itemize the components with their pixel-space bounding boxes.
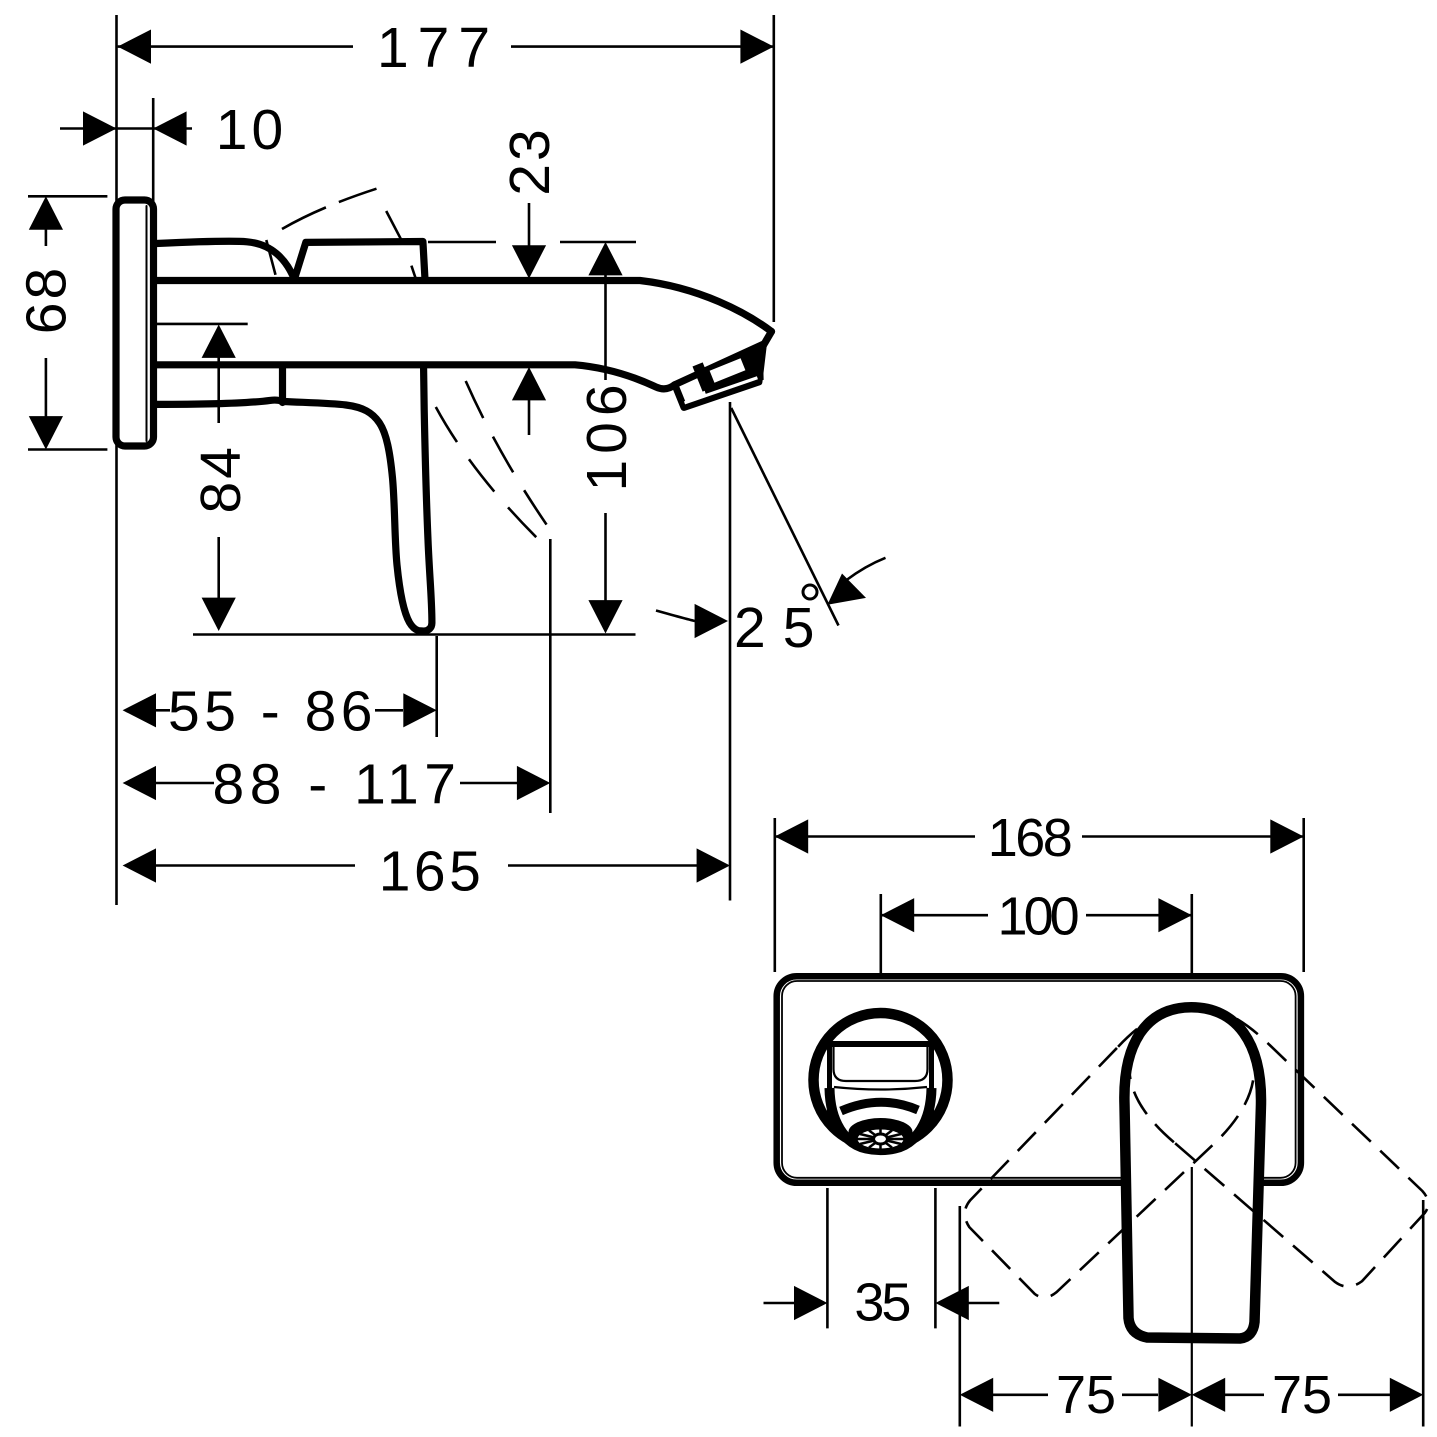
svg-text:177: 177 <box>377 16 499 80</box>
svg-text:84: 84 <box>189 444 253 513</box>
svg-text:75: 75 <box>1056 1365 1116 1425</box>
svg-text:75: 75 <box>1272 1365 1332 1425</box>
svg-text:100: 100 <box>998 887 1078 947</box>
svg-text:168: 168 <box>988 808 1071 868</box>
svg-text:165: 165 <box>379 840 485 904</box>
svg-text:35: 35 <box>854 1273 909 1333</box>
svg-text:68: 68 <box>15 265 79 334</box>
svg-text:10: 10 <box>216 98 287 162</box>
svg-text:25: 25 <box>734 596 831 660</box>
svg-text:55 - 86: 55 - 86 <box>168 680 377 744</box>
svg-text:23: 23 <box>498 126 562 195</box>
svg-text:106: 106 <box>575 378 639 491</box>
svg-text:88 - 117: 88 - 117 <box>213 752 462 816</box>
